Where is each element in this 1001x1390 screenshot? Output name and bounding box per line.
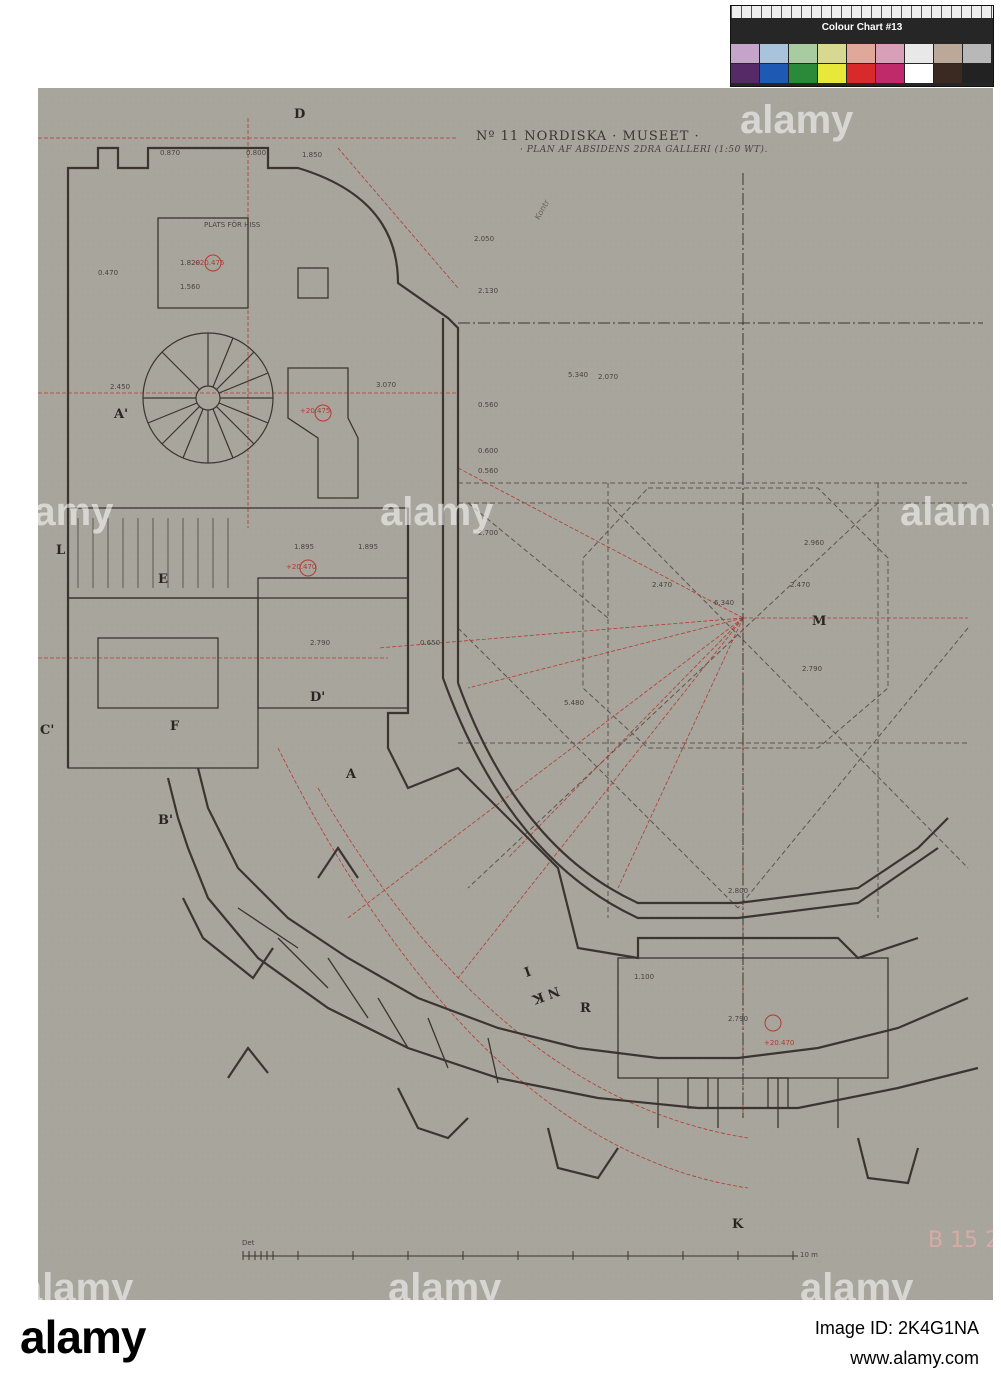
image-id: Image ID: 2K4G1NA [814,1318,979,1338]
colour-calibration-chart: Colour Chart #13 [730,5,994,87]
colour-swatch-dark [789,64,818,83]
dimension-label: 0.470 [98,269,119,277]
main-axis [458,173,983,1118]
colour-chart-title: Colour Chart #13 [821,22,903,33]
dimension-label: 2.700 [478,529,499,537]
colour-swatch-light [963,44,992,63]
dimension-label: 5.480 [564,699,585,707]
archive-stamp: B 15 2 [928,1228,993,1253]
watermark-text: alamy [900,490,1001,534]
scale-bar-label-left: Det [242,1239,255,1247]
dimension-label: 0.650 [420,639,441,647]
dimension-label: 2.960 [804,539,825,547]
dimension-label: 2.470 [652,581,673,589]
dimension-label: 2.790 [310,639,331,647]
dimension-label: 0.800 [246,149,267,157]
dimension-label: 1.850 [302,151,323,159]
dimension-label: 0.600 [478,447,499,455]
section-letter-l: L [56,543,66,558]
colour-swatch-light [934,44,963,63]
rooms [67,217,889,1128]
colour-swatch-dark [760,64,789,83]
level-markers [204,254,782,1032]
colour-swatch-light [818,44,847,63]
level-annotation: +20.475 [300,407,331,415]
dimension-label: 2.050 [474,235,495,243]
colour-swatch-light [847,44,876,63]
dimension-label: 1.560 [180,283,201,291]
stock-footer: alamy Image ID: 2K4G1NA www.alamy.com [0,1300,1001,1390]
dimension-label: 2.130 [478,287,499,295]
spiral-staircase [142,332,274,464]
floor-plan-drawing [38,88,993,1300]
colour-swatch-light [760,44,789,63]
section-letter-k: K [732,1217,744,1232]
watermark-text: alamy [380,490,494,534]
section-letter-e: E [158,572,168,587]
colour-swatch-dark [876,64,905,83]
dimension-label: 2.450 [110,383,131,391]
section-letter-a-prime: A' [114,407,129,422]
site-url: www.alamy.com [850,1348,979,1368]
section-letter-c-prime: C' [40,723,55,738]
colour-swatch-light [876,44,905,63]
section-letter-b-prime: B' [158,813,173,828]
paper-background [38,88,993,1300]
section-letter-r: R [580,1001,591,1016]
colour-swatch-dark [731,64,760,83]
watermark-text: alamy [740,98,854,142]
colour-swatch-light [789,44,818,63]
colour-swatch-dark [905,64,934,83]
colour-swatch-row-dark [731,64,992,83]
level-annotation: +20.470 [764,1039,795,1047]
dimension-label: 2.800 [728,887,749,895]
dimension-label: 1.895 [358,543,379,551]
calibration-ruler [731,6,993,18]
stair-hatching [77,518,229,588]
section-letter-a: A [346,767,357,782]
level-annotation: +20.475 [194,259,225,267]
dimension-label: 1.895 [294,543,315,551]
dimension-label: 2.470 [790,581,811,589]
colour-swatch-dark [963,64,992,83]
section-letter-m: M [812,614,827,629]
colour-swatch-dark [847,64,876,83]
dimension-label: 5.340 [568,371,589,379]
dimension-label: 1.820 [180,259,201,267]
alamy-logo: alamy [20,1311,146,1363]
colour-swatch-dark [818,64,847,83]
dimension-label: 2.070 [598,373,619,381]
dimension-label: 0.560 [478,401,499,409]
section-letter-d: D [294,107,306,122]
scale-bar-label-right: 10 m [800,1251,818,1259]
colour-swatch-row-light [731,44,992,63]
section-letter-f: F [170,719,180,734]
dimension-label: 1.100 [634,973,655,981]
colour-swatch-light [905,44,934,63]
drawing-subtitle: · PLAN AF ABSIDENS 2DRA GALLERI (1:50 WT… [520,145,768,155]
lift-annotation: PLATS FÖR HISS [204,221,261,229]
dimension-label: 2.790 [802,665,823,673]
colour-swatch-light [731,44,760,63]
scale-bar [242,1251,798,1260]
dimension-label: 0.870 [160,149,181,157]
watermark-text: alamy [0,490,114,534]
drawing-title: Nº 11 NORDISKA · MUSEET · [476,129,700,144]
watermark-text: alamy [20,22,134,66]
colour-swatch-dark [934,64,963,83]
dimension-label: 0.560 [478,467,499,475]
dimension-label: 2.790 [728,1015,749,1023]
architectural-plan-sheet: Nº 11 NORDISKA · MUSEET · · PLAN AF ABSI… [38,88,993,1300]
dimension-label: 6.340 [714,599,735,607]
level-annotation: +20.470 [286,563,317,571]
dimension-label: 3.070 [376,381,397,389]
section-letter-d-prime: D' [310,690,326,705]
